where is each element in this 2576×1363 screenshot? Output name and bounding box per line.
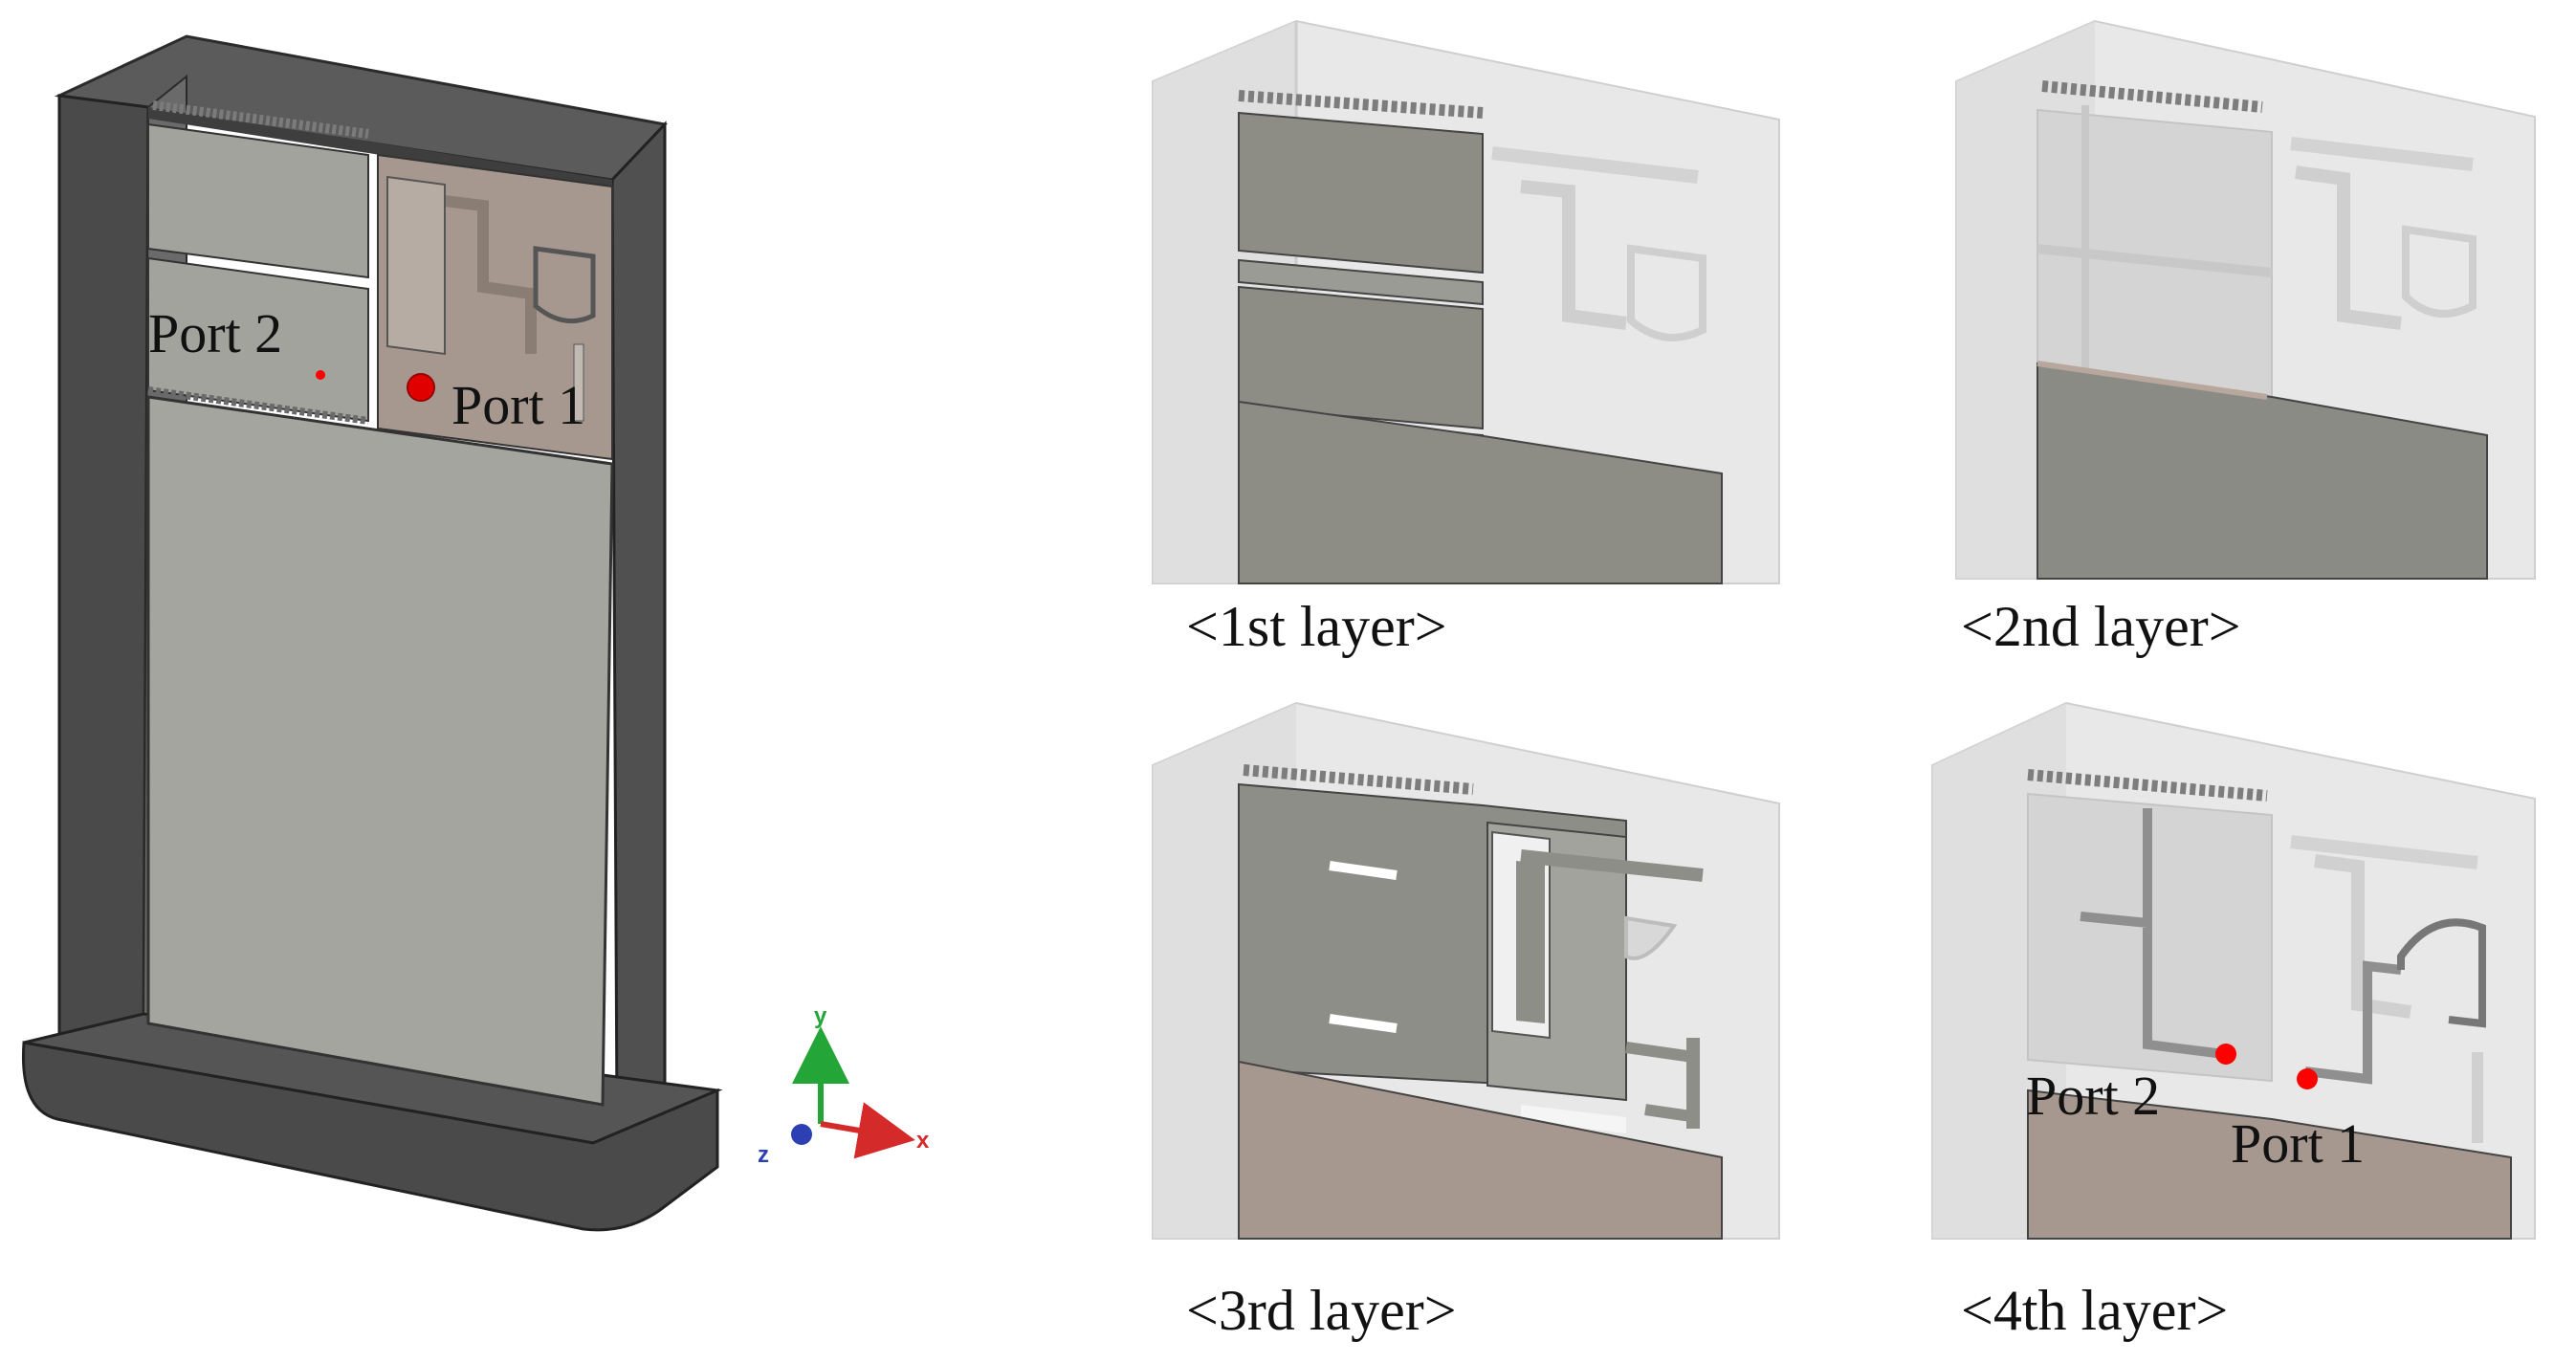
main-device-view: Port 2 Port 1 — [21, 34, 723, 1232]
panel-4-caption: <4th layer> — [1961, 1279, 2228, 1342]
layer4-port-1-marker — [2297, 1068, 2318, 1089]
layer4-port-1-label: Port 1 — [2231, 1112, 2365, 1175]
panel-3rd-layer: <3rd layer> — [1152, 701, 1780, 1342]
layer1-module-a — [1238, 111, 1484, 275]
layer3-ground-plane — [1238, 1060, 1723, 1240]
antenna-trace — [406, 190, 537, 354]
port1-feed-line — [2304, 960, 2402, 1085]
port1-loop-antenna — [2397, 918, 2486, 1028]
panel-1st-layer: <1st layer> — [1152, 19, 1780, 658]
upper-module-1 — [147, 122, 369, 279]
housing-base-front — [21, 1041, 719, 1232]
axes-triad: y x z — [758, 1003, 930, 1168]
layer4-port-2-marker — [2215, 1044, 2236, 1065]
x-axis-arrow — [820, 1102, 915, 1159]
via-row — [152, 100, 369, 139]
port-1-label: Port 1 — [451, 374, 585, 436]
panel-3-caption: <3rd layer> — [1186, 1279, 1457, 1342]
main-board — [146, 395, 614, 1107]
layer4-ground-plane — [2027, 1088, 2512, 1240]
layer4-port-2-label: Port 2 — [2026, 1065, 2160, 1127]
housing-left-wall — [57, 94, 150, 1044]
port-2-marker — [316, 370, 325, 380]
loop-element — [533, 246, 596, 324]
stub-element — [573, 343, 584, 422]
antenna-slot-outline — [386, 175, 446, 356]
panel-2nd-layer: <2nd layer> — [1955, 19, 2536, 658]
module-edge — [147, 386, 369, 425]
port2-feed-line — [2080, 808, 2152, 929]
panel-2-caption: <2nd layer> — [1961, 595, 2241, 658]
port-1-marker — [407, 373, 435, 402]
layer1-ground-plane — [1238, 400, 1723, 584]
z-axis-label: z — [758, 1142, 769, 1168]
y-axis-label: y — [814, 1003, 827, 1029]
panel-1-caption: <1st layer> — [1186, 595, 1447, 658]
housing-right-wall — [610, 121, 667, 1117]
z-axis-dot — [791, 1124, 812, 1145]
panel-4th-layer: Port 2 Port 1 <4th layer> — [1931, 701, 2536, 1342]
port-2-label: Port 2 — [148, 302, 282, 364]
layer1-module-b — [1238, 285, 1484, 430]
x-axis-label: x — [916, 1128, 930, 1154]
